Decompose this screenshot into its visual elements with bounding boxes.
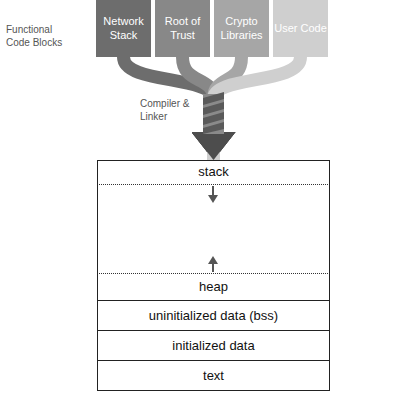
code-block: User Code <box>273 0 328 57</box>
funnel-connector <box>214 57 242 160</box>
memory-map-outline <box>98 161 330 391</box>
node-text: Root of Trust <box>155 15 210 41</box>
node-text: stack <box>198 164 228 180</box>
node-text: Network Stack <box>96 15 151 41</box>
node-text: heap <box>199 279 228 295</box>
edge-group <box>124 57 301 160</box>
node-text: User Code <box>274 22 327 35</box>
memory-segment: uninitialized data (bss) <box>97 301 330 331</box>
memory-segment: stack <box>97 160 330 185</box>
memory-segment: heap <box>97 273 330 301</box>
node-text: Crypto Libraries <box>214 15 269 41</box>
node-text: uninitialized data (bss) <box>149 308 278 324</box>
group-label: Functional Code Blocks <box>6 24 76 49</box>
node-text: text <box>203 368 224 384</box>
memory-segment: initialized data <box>97 331 330 361</box>
code-block: Crypto Libraries <box>214 0 269 57</box>
node-text: initialized data <box>172 338 254 354</box>
code-block: Root of Trust <box>155 0 210 57</box>
funnel-connector <box>214 57 301 160</box>
growth-arrow-down <box>208 186 218 203</box>
process-label: Compiler & Linker <box>140 98 196 123</box>
funnel-connector <box>124 57 214 160</box>
growth-arrow-up <box>208 256 218 272</box>
memory-segment: text <box>97 361 330 390</box>
compiler-screw <box>203 92 224 134</box>
code-block: Network Stack <box>96 0 151 57</box>
